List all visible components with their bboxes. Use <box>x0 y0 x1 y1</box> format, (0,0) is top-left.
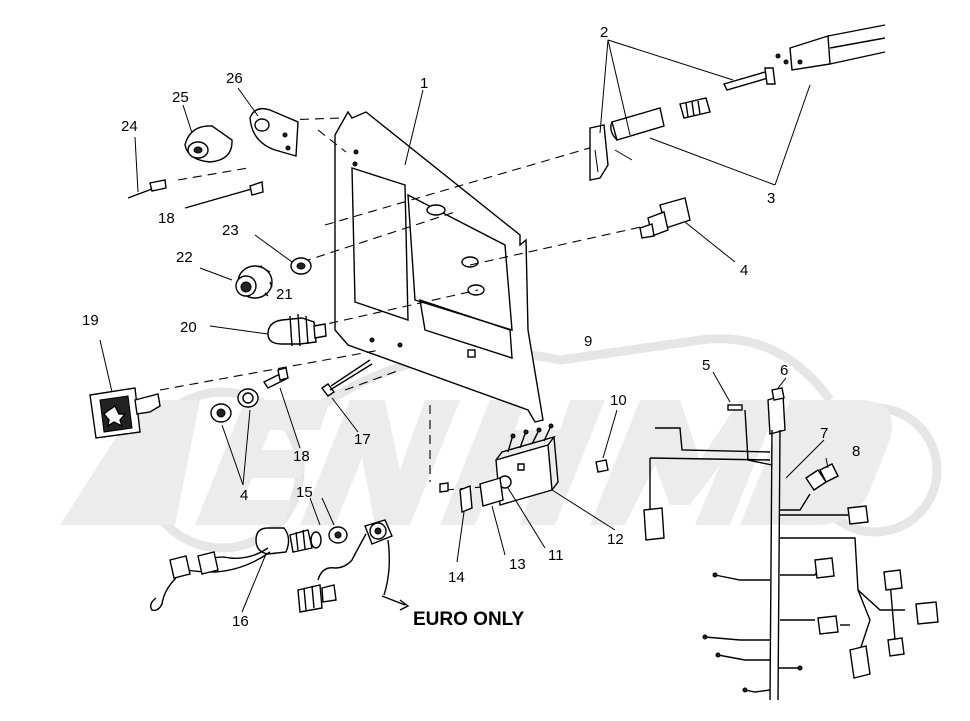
label-16: 16 <box>232 613 249 630</box>
label-4-left: 4 <box>240 487 248 504</box>
wiring-harness <box>643 371 939 701</box>
label-17: 17 <box>354 431 371 448</box>
toggle-switch <box>639 197 736 263</box>
label-10: 10 <box>610 392 627 409</box>
label-11: 11 <box>548 547 564 564</box>
label-20: 20 <box>180 319 197 336</box>
label-7: 7 <box>820 425 828 442</box>
label-2: 2 <box>600 24 608 41</box>
label-8: 8 <box>852 443 860 460</box>
label-1: 1 <box>420 75 428 92</box>
label-14: 14 <box>448 569 465 586</box>
label-4-right: 4 <box>740 262 748 279</box>
label-21: 21 <box>276 286 293 303</box>
label-26: 26 <box>226 70 243 87</box>
label-25: 25 <box>172 89 189 106</box>
label-24: 24 <box>121 118 138 135</box>
label-12: 12 <box>607 531 624 548</box>
euro-only-note: EURO ONLY <box>413 609 525 630</box>
label-6: 6 <box>780 362 788 379</box>
label-22: 22 <box>176 249 193 266</box>
label-9: 9 <box>584 333 592 350</box>
label-18-upper: 18 <box>158 210 175 227</box>
part-labels: 1 2 3 4 4 5 6 7 8 9 10 11 12 13 14 15 16… <box>82 24 860 630</box>
label-23: 23 <box>222 222 239 239</box>
kill-switch-assembly <box>589 24 886 186</box>
label-5: 5 <box>702 357 710 374</box>
label-18-lower: 18 <box>293 448 310 465</box>
label-13: 13 <box>509 556 526 573</box>
dash-panel <box>334 89 544 423</box>
label-3: 3 <box>767 190 775 207</box>
mount-parts-top-left <box>127 87 299 209</box>
ignition-parts <box>199 234 327 347</box>
label-19: 19 <box>82 312 99 329</box>
label-15: 15 <box>296 484 313 501</box>
ignition-switch-assembly <box>149 497 410 613</box>
rectifier-parts <box>439 409 618 563</box>
key-and-hardware <box>89 339 373 486</box>
alignment-lines <box>159 117 651 491</box>
